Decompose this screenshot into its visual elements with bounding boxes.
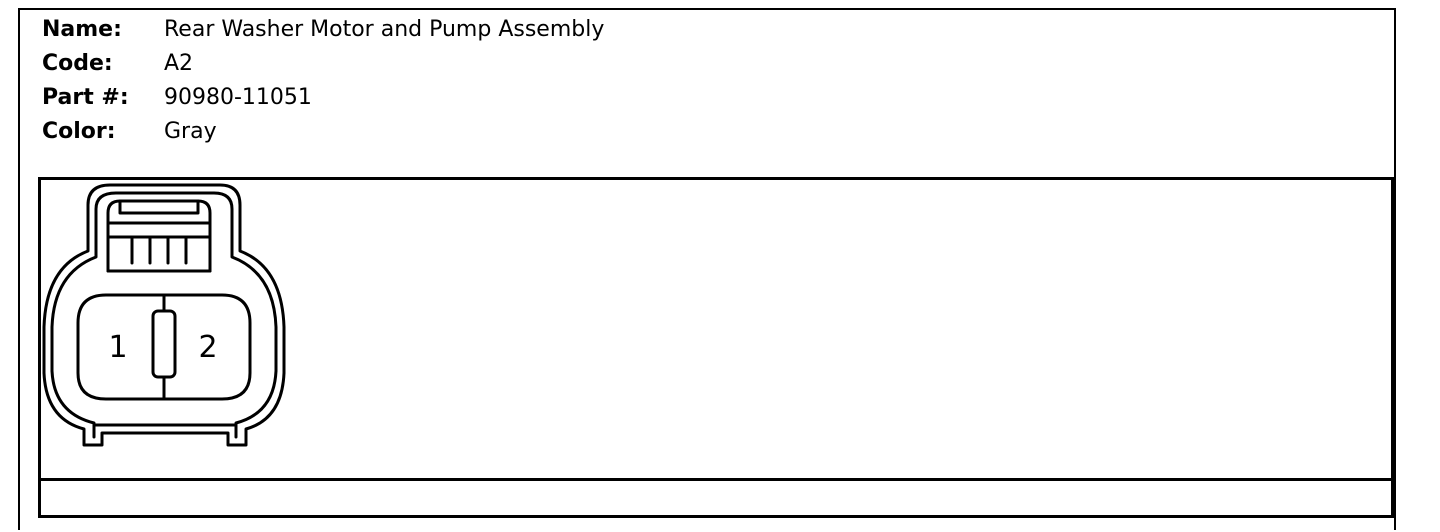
connector-outer-housing	[42, 183, 286, 447]
code-value: A2	[164, 51, 194, 76]
connector-latch-top	[118, 199, 200, 215]
terminal-slot	[151, 309, 177, 379]
connector-mating-face	[76, 293, 252, 401]
connector-latch	[106, 199, 212, 273]
color-label: Color:	[42, 119, 116, 144]
color-value: Gray	[164, 119, 217, 144]
part-number-value: 90980-11051	[164, 85, 312, 110]
code-label: Code:	[42, 51, 113, 76]
connector-inner-housing	[50, 191, 278, 439]
part-number-label: Part #:	[42, 85, 129, 110]
name-value: Rear Washer Motor and Pump Assembly	[164, 17, 605, 42]
pin-1-label: 1	[108, 330, 127, 365]
connector-info-frame	[18, 8, 1396, 530]
connector-footer-box	[38, 478, 1394, 518]
name-label: Name:	[42, 17, 122, 42]
connector-face-diagram: 1 2	[42, 183, 286, 447]
pin-2-label: 2	[198, 330, 217, 365]
